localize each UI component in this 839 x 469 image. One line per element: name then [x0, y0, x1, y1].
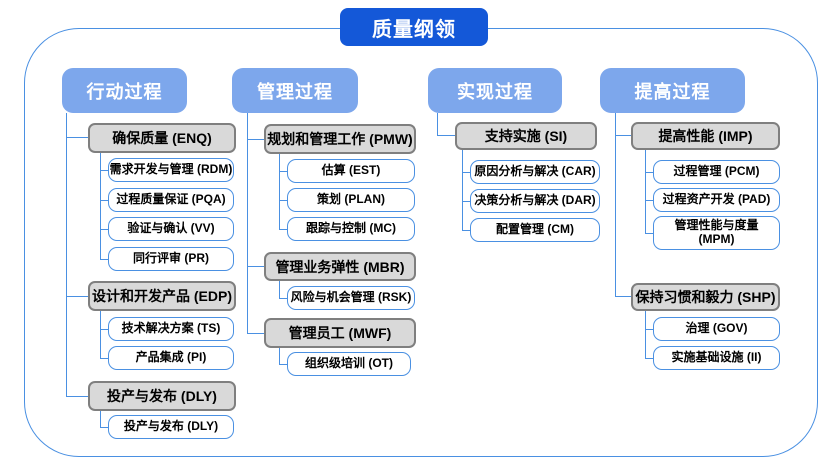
connector-line [279, 298, 287, 299]
leaf-node-pr: 同行评审 (PR) [108, 247, 234, 271]
group-node-mbr: 管理业务弹性 (MBR) [264, 252, 416, 281]
leaf-node-gov: 治理 (GOV) [653, 317, 780, 341]
column-header-action-process: 行动过程 [62, 68, 187, 113]
connector-line [645, 233, 653, 234]
connector-line [645, 200, 653, 201]
connector-line [279, 280, 280, 298]
group-node-edp: 设计和开发产品 (EDP) [88, 281, 236, 311]
connector-line [100, 170, 108, 171]
column-header-implementation-process: 实现过程 [428, 68, 562, 113]
column-header-improvement-process: 提高过程 [600, 68, 745, 113]
connector-line [100, 152, 101, 259]
group-node-imp: 提高性能 (IMP) [631, 122, 780, 150]
leaf-node-cm: 配置管理 (CM) [470, 218, 600, 242]
leaf-node-dly: 投产与发布 (DLY) [108, 415, 234, 439]
connector-line [645, 148, 646, 233]
leaf-node-mpm: 管理性能与度量 (MPM) [653, 216, 780, 250]
connector-line [645, 358, 653, 359]
connector-line [615, 113, 616, 296]
connector-line [279, 364, 287, 365]
connector-line [462, 230, 470, 231]
connector-line [100, 229, 108, 230]
connector-line [462, 201, 470, 202]
connector-line [462, 148, 463, 230]
connector-line [247, 139, 264, 140]
diagram-title: 质量纲领 [340, 8, 488, 46]
column-header-management-process: 管理过程 [232, 68, 358, 113]
leaf-node-pqa: 过程质量保证 (PQA) [108, 188, 234, 212]
connector-line [100, 200, 108, 201]
leaf-node-pad: 过程资产开发 (PAD) [653, 188, 780, 212]
connector-line [279, 171, 287, 172]
leaf-node-pcm: 过程管理 (PCM) [653, 160, 780, 184]
connector-line [66, 113, 67, 396]
connector-line [279, 229, 287, 230]
leaf-node-ot: 组织级培训 (OT) [287, 352, 411, 376]
leaf-node-ts: 技术解决方案 (TS) [108, 317, 234, 341]
connector-line [247, 113, 248, 333]
group-node-enq: 确保质量 (ENQ) [88, 123, 236, 153]
leaf-node-rdm: 需求开发与管理 (RDM) [108, 158, 234, 182]
connector-line [615, 135, 631, 136]
connector-line [66, 296, 88, 297]
group-node-si: 支持实施 (SI) [455, 122, 597, 150]
leaf-node-est: 估算 (EST) [287, 159, 415, 183]
leaf-node-ii: 实施基础设施 (II) [653, 346, 780, 370]
connector-line [100, 329, 108, 330]
connector-line [100, 410, 101, 427]
leaf-node-pi: 产品集成 (PI) [108, 346, 234, 370]
connector-line [437, 135, 455, 136]
connector-line [437, 113, 438, 135]
group-node-shp: 保持习惯和毅力 (SHP) [631, 283, 780, 311]
connector-line [645, 172, 653, 173]
connector-line [247, 333, 264, 334]
leaf-node-dar: 决策分析与解决 (DAR) [470, 189, 600, 213]
leaf-node-mc: 跟踪与控制 (MC) [287, 217, 415, 241]
connector-line [645, 329, 653, 330]
connector-line [615, 296, 631, 297]
leaf-node-vv: 验证与确认 (VV) [108, 217, 234, 241]
connector-line [279, 200, 287, 201]
connector-line [462, 172, 470, 173]
connector-line [66, 137, 88, 138]
connector-line [100, 310, 101, 358]
group-node-dly: 投产与发布 (DLY) [88, 381, 236, 411]
leaf-node-rsk: 风险与机会管理 (RSK) [287, 286, 415, 310]
connector-line [100, 427, 108, 428]
connector-line [247, 266, 264, 267]
group-node-pmw: 规划和管理工作 (PMW) [264, 124, 416, 154]
connector-line [279, 153, 280, 229]
connector-line [100, 259, 108, 260]
connector-line [66, 396, 88, 397]
leaf-node-car: 原因分析与解决 (CAR) [470, 160, 600, 184]
connector-line [100, 358, 108, 359]
connector-line [279, 347, 280, 364]
leaf-node-plan: 策划 (PLAN) [287, 188, 415, 212]
connector-line [645, 309, 646, 358]
group-node-mwf: 管理员工 (MWF) [264, 318, 416, 348]
